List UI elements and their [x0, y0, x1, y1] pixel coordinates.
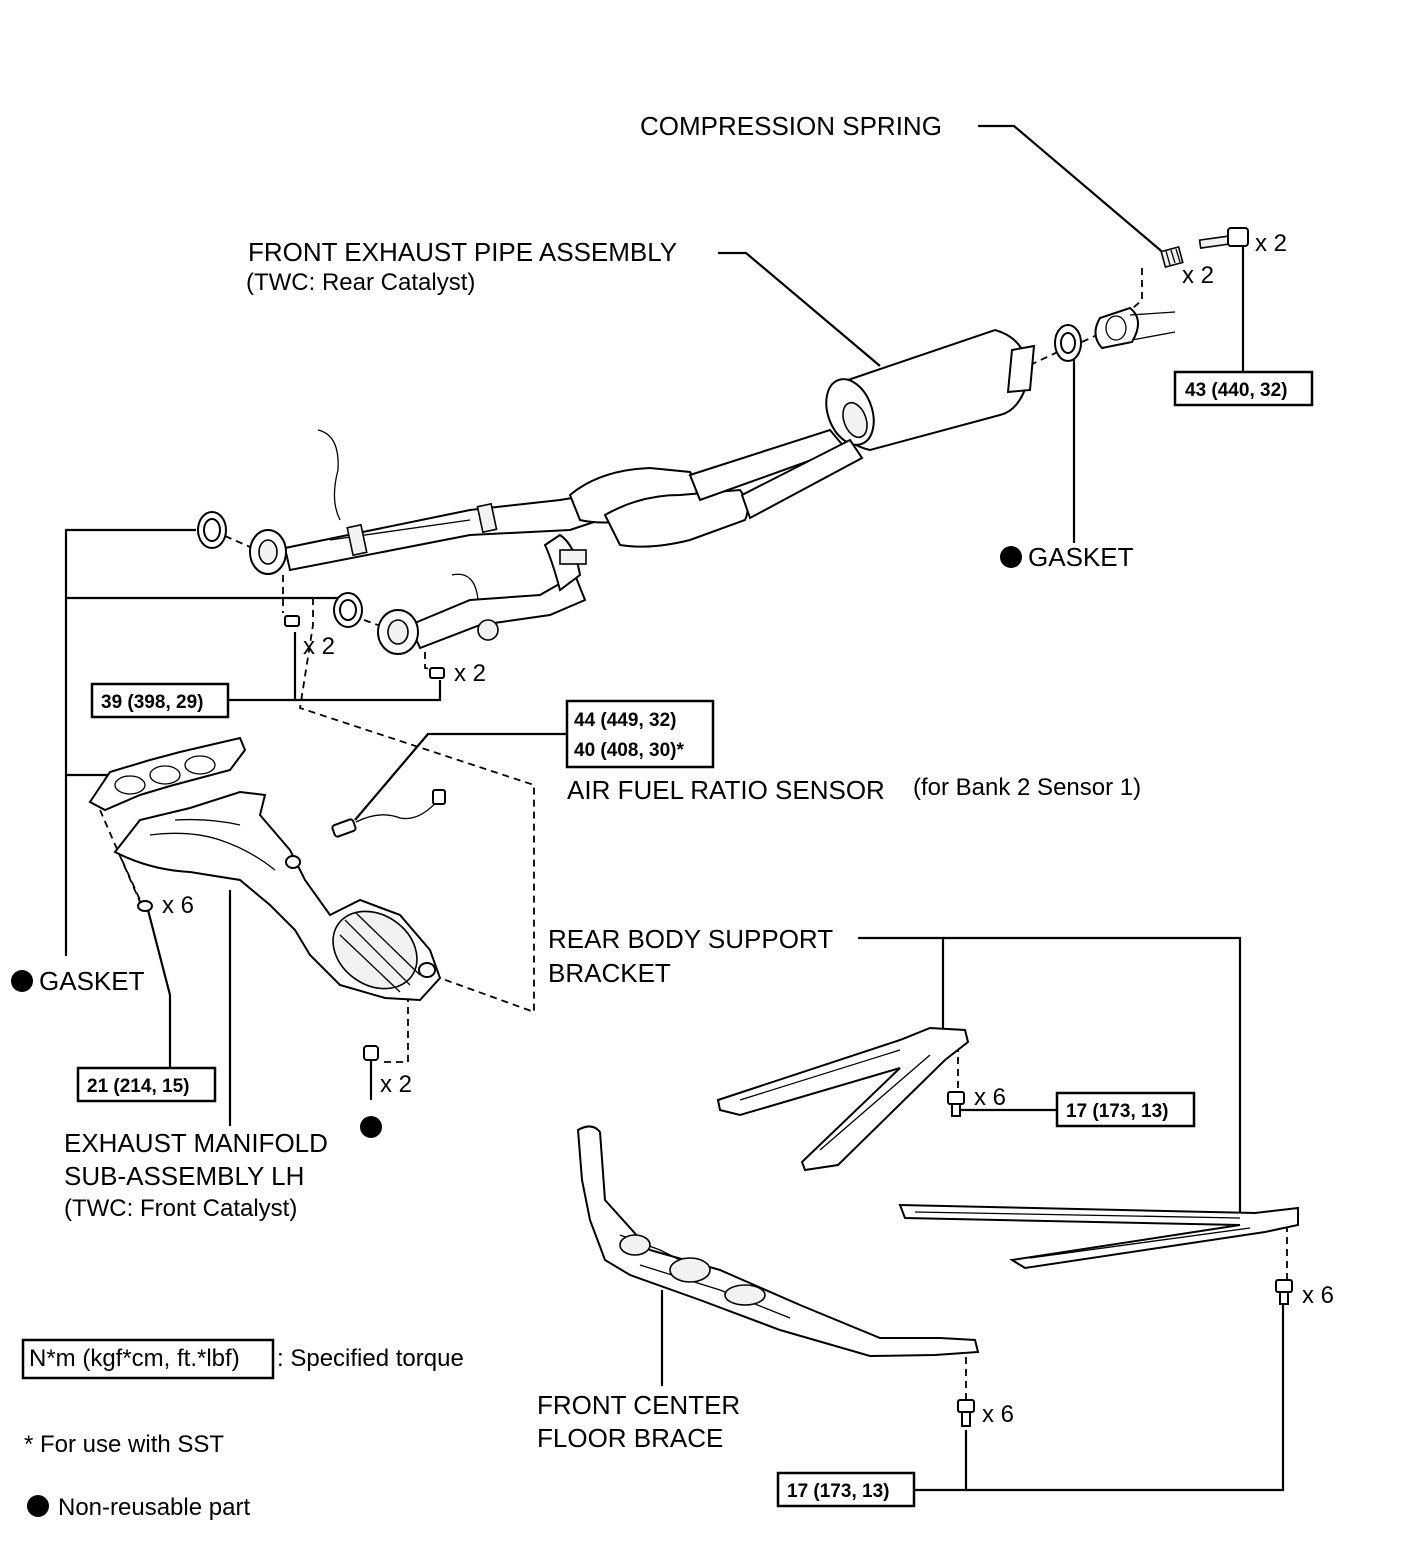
- air-fuel-ratio-sensor-part: [331, 789, 446, 838]
- pipe-bolt-left-quantity: x 2: [303, 633, 335, 660]
- pipe-bolts: [284, 615, 445, 679]
- torque-spec-21: 21 (214, 15): [76, 1066, 217, 1103]
- gasket-right-label: GASKET: [1028, 542, 1134, 572]
- front-exhaust-pipe-label: FRONT EXHAUST PIPE ASSEMBLY: [248, 237, 677, 267]
- exhaust-manifold-label: EXHAUST MANIFOLD: [64, 1128, 328, 1158]
- torque-17-brace-text: 17 (173, 13): [787, 1481, 889, 1502]
- spring-quantity: x 2: [1182, 262, 1214, 289]
- rear-body-support-bracket-part: [716, 1026, 1299, 1270]
- rear-flange: [1094, 306, 1176, 350]
- bolt-top-quantity: x 2: [1255, 230, 1287, 257]
- gasket-parts: [197, 324, 1082, 628]
- exhaust-manifold-label-2: SUB-ASSEMBLY LH: [64, 1161, 304, 1191]
- torque-spec-17-bracket: 17 (173, 13): [1055, 1091, 1196, 1128]
- torque-40-text: 40 (408, 30)*: [574, 740, 684, 761]
- manifold-gasket: [88, 736, 247, 812]
- manifold-nuts: [137, 900, 379, 1061]
- legend-sst-note: * For use with SST: [24, 1431, 224, 1458]
- brace-bolts: [957, 1399, 975, 1427]
- front-center-floor-brace-label: FRONT CENTER: [537, 1390, 740, 1420]
- front-center-floor-brace-label-2: FLOOR BRACE: [537, 1423, 723, 1453]
- bracket-right-bolt-quantity: x 6: [1302, 1282, 1334, 1309]
- torque-spec-44-40: 44 (449, 32) 40 (408, 30)*: [565, 699, 715, 769]
- legend-non-reusable-text: Non-reusable part: [58, 1494, 250, 1521]
- compression-spring-label: COMPRESSION SPRING: [640, 111, 942, 141]
- torque-spec-17-brace: 17 (173, 13): [776, 1471, 916, 1508]
- torque-44-text: 44 (449, 32): [574, 710, 676, 731]
- air-fuel-ratio-sensor-note: (for Bank 2 Sensor 1): [913, 774, 1141, 801]
- front-exhaust-pipe-assembly: [249, 328, 1036, 655]
- non-reusable-marker-nut: [360, 1116, 382, 1138]
- pipe-bolt-mid-quantity: x 2: [454, 660, 486, 687]
- torque-spec-39: 39 (398, 29): [90, 682, 230, 719]
- torque-spec-43: 43 (440, 32): [1173, 370, 1314, 407]
- front-center-floor-brace-part: [576, 1125, 980, 1358]
- torque-17-bracket-text: 17 (173, 13): [1066, 1101, 1168, 1122]
- leader-lines: [64, 124, 1285, 1492]
- brace-bolt-quantity: x 6: [982, 1401, 1014, 1428]
- gasket-left-label: GASKET: [39, 966, 145, 996]
- manifold-nut-quantity: x 6: [162, 892, 194, 919]
- bracket-bolt-quantity: x 6: [974, 1084, 1006, 1111]
- rear-body-support-label: REAR BODY SUPPORT: [548, 924, 833, 954]
- front-exhaust-pipe-sublabel: (TWC: Rear Catalyst): [246, 269, 475, 296]
- non-reusable-marker-gasket-right: [1000, 546, 1022, 568]
- legend-torque-box: N*m (kgf*cm, ft.*lbf): [29, 1345, 240, 1372]
- torque-43-text: 43 (440, 32): [1185, 380, 1287, 401]
- compression-spring-part: [1160, 245, 1184, 269]
- bracket-bolts: [947, 1091, 1293, 1305]
- non-reusable-marker-gasket-left: [11, 970, 33, 992]
- exhaust-manifold-sublabel: (TWC: Front Catalyst): [64, 1195, 297, 1222]
- bolt-top-part: [1198, 227, 1249, 249]
- torque-21-text: 21 (214, 15): [87, 1076, 189, 1097]
- rear-body-support-label-2: BRACKET: [548, 958, 671, 988]
- air-fuel-ratio-sensor-label: AIR FUEL RATIO SENSOR: [567, 775, 885, 805]
- legend-non-reusable-marker: [27, 1495, 49, 1517]
- torque-39-text: 39 (398, 29): [101, 692, 203, 713]
- legend-torque-text: : Specified torque: [277, 1345, 464, 1372]
- legend: N*m (kgf*cm, ft.*lbf) : Specified torque…: [21, 1338, 464, 1521]
- alignment-lines: [99, 268, 1288, 1400]
- exhaust-manifold-part: [113, 790, 442, 1002]
- manifold-lower-nut-quantity: x 2: [380, 1071, 412, 1098]
